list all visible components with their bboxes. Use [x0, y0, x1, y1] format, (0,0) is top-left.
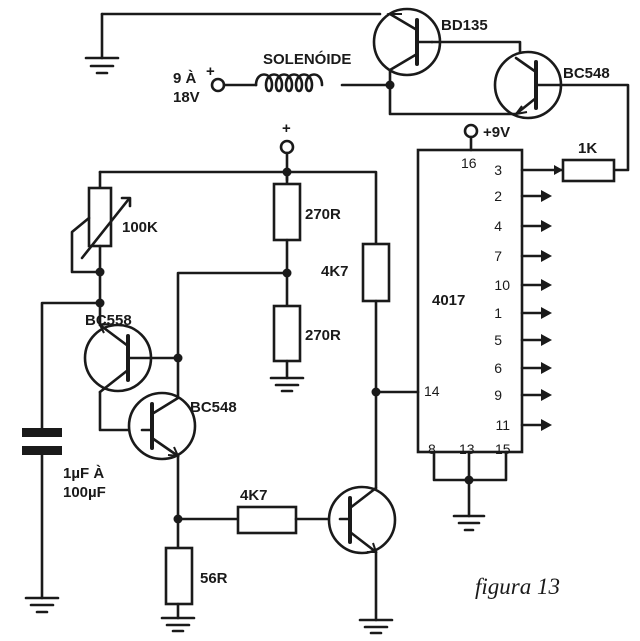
label-56r: 56R — [200, 570, 228, 587]
resistor-56r — [160, 546, 196, 633]
label-1k: 1K — [578, 140, 597, 157]
ground-symbol-ic — [452, 514, 486, 532]
pin-output-0: 3 — [494, 162, 502, 178]
ic-4017: 4017 +9V 16 3 2 4 7 10 1 5 6 9 11 14 — [416, 123, 564, 532]
transistor-bc548-mid — [127, 391, 197, 461]
transistor-bc558 — [83, 323, 180, 394]
figure-caption: figura 13 — [475, 574, 560, 599]
label-100k: 100K — [122, 219, 158, 236]
pin-output-6: 5 — [494, 332, 502, 348]
pin-13: 13 — [459, 441, 475, 457]
label-supply-plus: + — [206, 63, 215, 80]
resistor-4k7-horizontal — [176, 505, 342, 535]
solenoid-coil — [222, 73, 392, 93]
label-270r-top: 270R — [305, 206, 341, 223]
label-bc548-top: BC548 — [563, 65, 610, 82]
vcc-terminal — [463, 123, 479, 139]
label-plus: + — [282, 120, 291, 137]
pin-14: 14 — [424, 383, 440, 399]
label-ic-4017: 4017 — [432, 292, 465, 309]
resistor-1k — [561, 158, 616, 183]
pin-output-2: 4 — [494, 218, 502, 234]
output-pins — [520, 165, 564, 431]
capacitor-electrolytic — [22, 428, 62, 600]
pin-output-9: 11 — [495, 417, 510, 433]
supply-terminal — [210, 77, 226, 93]
label-4k7-vertical: 4K7 — [321, 263, 349, 280]
resistor-4k7-vertical — [361, 242, 391, 490]
ground-symbol-top — [84, 56, 120, 75]
plus-terminal — [279, 139, 295, 155]
label-supply-line1: 9 À — [173, 70, 197, 87]
label-bc558: BC558 — [85, 312, 132, 329]
pin-output-4: 10 — [494, 277, 510, 293]
transistor-npn-bottom — [327, 485, 397, 635]
output-stage: BD135 BC548 + 9 À 18V SOLENÓIDE — [84, 7, 630, 172]
resistor-270r-top — [272, 170, 302, 308]
label-bc548-mid: BC548 — [190, 399, 237, 416]
potentiometer-100k — [70, 170, 132, 274]
label-plus-9v: +9V — [483, 124, 510, 141]
ground-symbol-cap — [24, 596, 60, 614]
pin-output-3: 7 — [494, 248, 502, 264]
label-cap-line2: 100µF — [63, 484, 106, 501]
transistor-bd135 — [372, 7, 442, 77]
pin-output-8: 9 — [494, 387, 502, 403]
label-solenoid: SOLENÓIDE — [263, 50, 351, 68]
transistor-bc548-top — [493, 50, 563, 120]
label-supply-line2: 18V — [173, 89, 200, 106]
label-4k7-horizontal: 4K7 — [240, 487, 268, 504]
pin-8: 8 — [428, 441, 436, 457]
pin-output-7: 6 — [494, 360, 502, 376]
pin-output-5: 1 — [494, 305, 502, 321]
label-270r-bottom: 270R — [305, 327, 341, 344]
pin-16: 16 — [461, 155, 477, 171]
label-bd135: BD135 — [441, 17, 488, 34]
pin-output-1: 2 — [494, 188, 502, 204]
pin-15: 15 — [495, 441, 511, 457]
oscillator-stage: + 100K 1µF À 100µF — [22, 120, 420, 635]
label-cap-line1: 1µF À — [63, 465, 104, 482]
resistor-270r-bottom — [269, 304, 305, 393]
